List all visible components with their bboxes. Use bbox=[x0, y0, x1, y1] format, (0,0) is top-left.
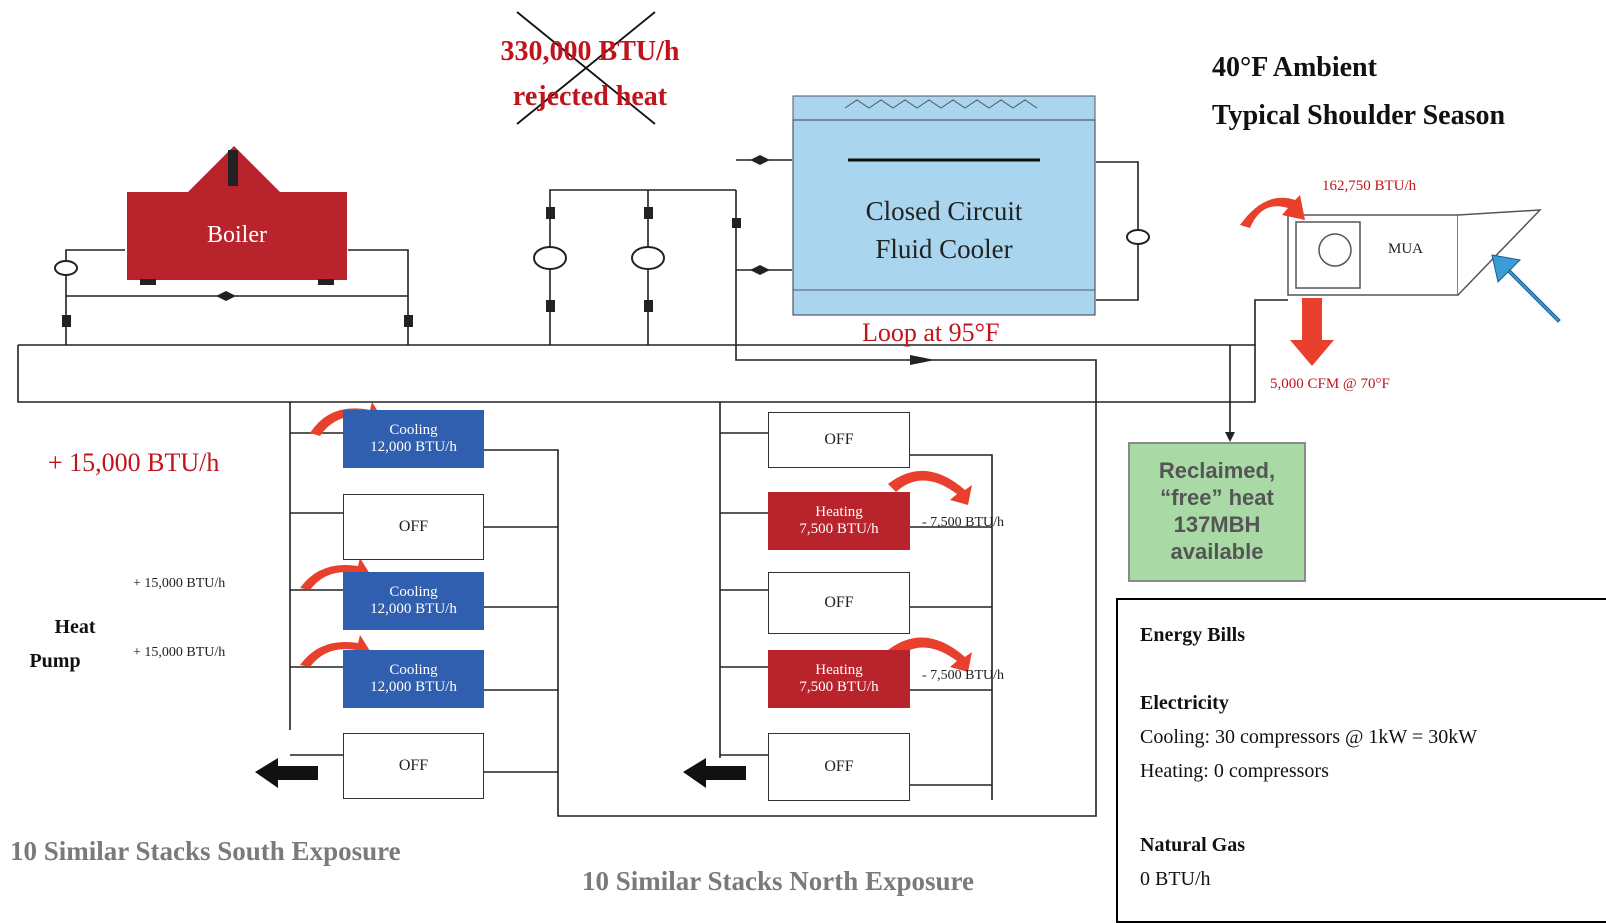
north-unit-3: OFF bbox=[768, 572, 910, 634]
fluid-cooler-label: Closed Circuit Fluid Cooler bbox=[793, 192, 1095, 268]
south-unit-3-capacity: 12,000 BTU/h bbox=[370, 601, 457, 617]
south-unit-5-mode: OFF bbox=[398, 756, 429, 774]
fluid-cooler-line1: Closed Circuit bbox=[865, 196, 1023, 226]
south-unit-4-side-label: + 15,000 BTU/h bbox=[133, 645, 226, 660]
south-stack-caption: 10 Similar Stacks South Exposure bbox=[10, 836, 401, 866]
north-unit-5: OFF bbox=[768, 733, 910, 801]
main-loop-pipe bbox=[17, 344, 1256, 403]
valve-icons bbox=[62, 155, 770, 327]
south-unit-5: OFF bbox=[343, 733, 484, 799]
reclaimed-line1: Reclaimed, bbox=[1158, 458, 1276, 484]
energy-bills-panel: Energy Bills Electricity Cooling: 30 com… bbox=[1116, 598, 1606, 923]
air-in-arrow-icon bbox=[1491, 254, 1561, 323]
reclaimed-line3: 137MBH bbox=[1173, 512, 1261, 537]
south-unit-1-capacity: 12,000 BTU/h bbox=[370, 439, 457, 455]
reclaimed-line2: “free” heat bbox=[1160, 485, 1274, 511]
air-out-arrow-icon bbox=[1290, 298, 1334, 366]
north-unit-3-mode: OFF bbox=[824, 593, 854, 611]
ambient-text: 40°F Ambient bbox=[1212, 52, 1377, 83]
heat-pump-line2: Pump bbox=[29, 650, 81, 672]
south-unit-3-side-label: + 15,000 BTU/h bbox=[133, 576, 226, 591]
rejected-heat-caption: rejected heat bbox=[512, 80, 668, 112]
north-unit-2-capacity: 7,500 BTU/h bbox=[799, 521, 879, 537]
south-unit-1: Cooling 12,000 BTU/h bbox=[343, 410, 484, 468]
south-unit-2-mode: OFF bbox=[398, 517, 429, 535]
south-unit-3-mode: Cooling bbox=[389, 583, 438, 600]
south-unit-1-mode: Cooling bbox=[389, 421, 438, 438]
gas-value: 0 BTU/h bbox=[1140, 868, 1211, 890]
rejected-heat-label: 330,000 BTU/h rejected heat bbox=[470, 30, 710, 120]
crossout-icon bbox=[516, 11, 656, 125]
energy-bills-title: Energy Bills bbox=[1140, 624, 1246, 646]
south-unit-4: Cooling 12,000 BTU/h bbox=[343, 650, 484, 708]
mua-airflow-label: 5,000 CFM @ 70°F bbox=[1270, 376, 1390, 392]
fluid-cooler-shape bbox=[792, 95, 1096, 316]
mua-shape bbox=[1287, 209, 1542, 296]
north-exit-arrow-icon bbox=[683, 758, 746, 788]
north-unit-4-mode: Heating bbox=[815, 661, 863, 678]
south-gain-label: + 15,000 BTU/h bbox=[48, 448, 220, 477]
electricity-cooling: Cooling: 30 compressors @ 1kW = 30kW bbox=[1140, 726, 1478, 748]
electricity-heading: Electricity bbox=[1140, 692, 1229, 714]
conditions-label: 40°F Ambient Typical Shoulder Season bbox=[1212, 44, 1505, 140]
mua-heat-label: 162,750 BTU/h bbox=[1322, 178, 1417, 194]
boiler-label: Boiler bbox=[207, 222, 267, 248]
south-unit-4-mode: Cooling bbox=[389, 661, 438, 678]
loop-label: Loop at 95°F bbox=[862, 318, 1000, 347]
electricity-heating: Heating: 0 compressors bbox=[1140, 760, 1329, 782]
south-exit-arrow-icon bbox=[255, 758, 318, 788]
gas-heading: Natural Gas bbox=[1140, 834, 1245, 856]
south-unit-2: OFF bbox=[343, 494, 484, 560]
south-unit-4-capacity: 12,000 BTU/h bbox=[370, 679, 457, 695]
reclaimed-heat-box: Reclaimed, “free” heat 137MBH available bbox=[1128, 442, 1306, 582]
north-stack-caption: 10 Similar Stacks North Exposure bbox=[582, 866, 975, 896]
north-unit-4-side-label: - 7,500 BTU/h bbox=[922, 668, 1005, 683]
north-unit-1-mode: OFF bbox=[824, 430, 854, 448]
heat-pump-label: Heat Pump bbox=[22, 610, 128, 678]
fluid-cooler-line2: Fluid Cooler bbox=[875, 234, 1013, 264]
mua-label: MUA bbox=[1388, 241, 1424, 257]
south-unit-3: Cooling 12,000 BTU/h bbox=[343, 572, 484, 630]
north-unit-4: Heating 7,500 BTU/h bbox=[768, 650, 910, 708]
reclaimed-line4: available bbox=[1170, 538, 1264, 564]
north-unit-5-mode: OFF bbox=[824, 757, 854, 775]
north-unit-2-side-label: - 7,500 BTU/h bbox=[922, 515, 1005, 530]
season-text: Typical Shoulder Season bbox=[1212, 100, 1506, 131]
north-unit-2: Heating 7,500 BTU/h bbox=[768, 492, 910, 550]
north-unit-1: OFF bbox=[768, 412, 910, 468]
north-unit-4-capacity: 7,500 BTU/h bbox=[799, 679, 879, 695]
north-unit-2-mode: Heating bbox=[815, 503, 863, 520]
boiler-shape bbox=[127, 146, 347, 285]
pump-icons bbox=[54, 229, 1150, 276]
heat-pump-line1: Heat bbox=[54, 616, 96, 638]
flow-arrow-icon bbox=[910, 355, 935, 365]
heat-in-arrow-icon bbox=[1240, 195, 1305, 228]
rejected-heat-value: 330,000 BTU/h bbox=[500, 36, 680, 67]
